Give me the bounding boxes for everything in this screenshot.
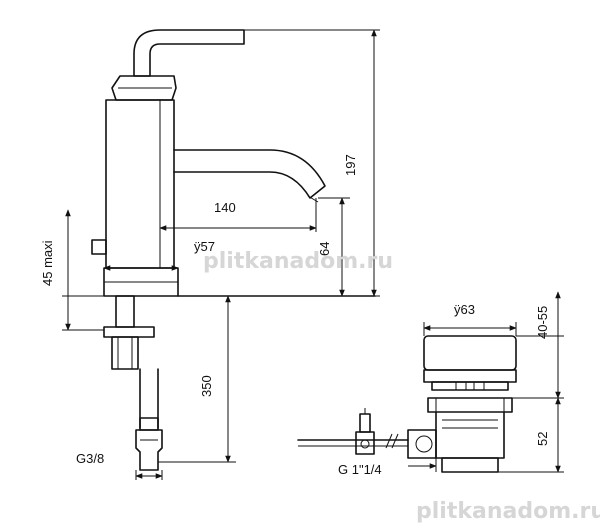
- dim-body-diameter: ÿ57: [194, 239, 215, 254]
- popup-knob: [91, 239, 107, 255]
- lever-handle: [133, 29, 245, 77]
- supply-hose: [139, 368, 159, 429]
- dim-hose-length: 350: [199, 375, 214, 397]
- waste-tail: [441, 457, 499, 473]
- dim-waste-head-height: 40-55: [535, 306, 550, 339]
- waste-plug-head: [423, 335, 517, 371]
- watermark-middle: plitkanadom.ru: [203, 249, 393, 274]
- spout: [173, 149, 326, 199]
- popup-waste: [297, 335, 517, 473]
- watermark-bottom: plitkanadom.ru: [416, 499, 600, 524]
- threaded-stud: [115, 295, 135, 328]
- waste-locknut: [427, 397, 513, 413]
- fixing-washer: [103, 326, 155, 338]
- dim-waste-diameter: ÿ63: [454, 302, 475, 317]
- waste-body: [435, 411, 505, 459]
- dim-deck-thickness: 45 maxi: [40, 240, 55, 286]
- dim-spout-height: 64: [317, 242, 332, 256]
- dim-total-height: 197: [343, 154, 358, 176]
- waste-flange: [423, 369, 517, 383]
- dim-waste-thread: G 1"1/4: [338, 462, 382, 477]
- waste-dimensions: ÿ63 40-55 52 G 1"1/4: [338, 291, 564, 477]
- inlet-connector: [135, 429, 163, 471]
- faucet: [91, 29, 376, 471]
- fixing-nut: [111, 336, 139, 370]
- faucet-dimensions: 140 ÿ57 64 197 45 maxi 350 G3/8: [40, 29, 380, 480]
- dim-waste-body-height: 52: [535, 432, 550, 446]
- dim-spout-reach: 140: [214, 200, 236, 215]
- faucet-body: [105, 99, 175, 269]
- linkage-clip: [355, 431, 375, 455]
- dim-inlet-thread: G3/8: [76, 451, 104, 466]
